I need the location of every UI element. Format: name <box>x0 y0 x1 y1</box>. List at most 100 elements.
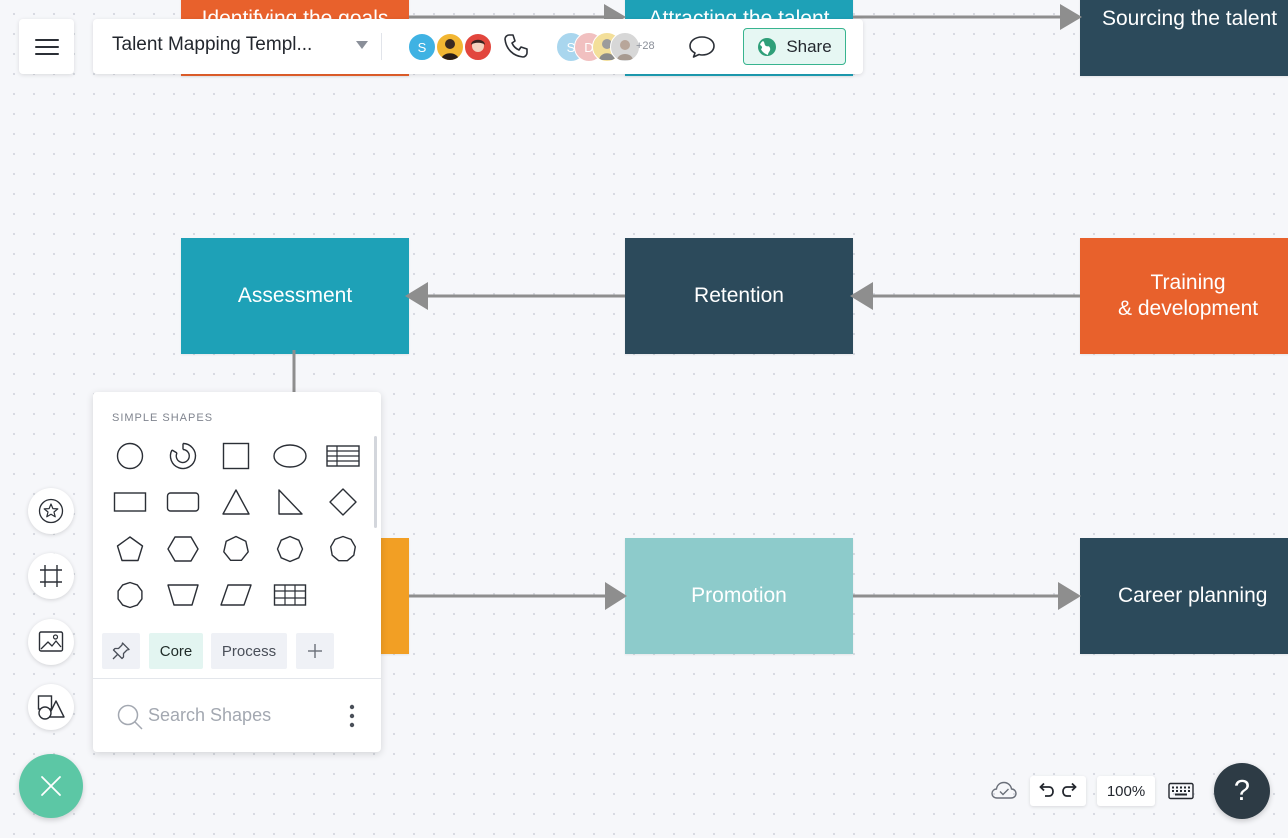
node-label: Retention <box>694 284 784 307</box>
shape-right-triangle[interactable] <box>270 484 310 520</box>
node-career-planning[interactable]: Career planning <box>1080 538 1288 654</box>
share-button[interactable]: Share <box>743 28 846 65</box>
panel-scrollbar[interactable] <box>374 436 377 528</box>
favorites-button[interactable] <box>28 488 74 534</box>
shape-parallelogram[interactable] <box>216 577 256 613</box>
rectangle-shape-icon <box>113 492 147 512</box>
avatar[interactable] <box>435 32 465 62</box>
right-triangle-shape-icon <box>278 489 303 515</box>
main-menu-button[interactable] <box>19 19 74 74</box>
avatar[interactable] <box>463 32 493 62</box>
frame-button[interactable] <box>28 553 74 599</box>
heptagon-shape-icon <box>223 535 249 561</box>
document-toolbar: Talent Mapping Templ... S S D +28 <box>93 19 863 74</box>
shape-rounded-rectangle[interactable] <box>163 484 203 520</box>
shapes-button[interactable] <box>28 684 74 730</box>
more-options-icon[interactable] <box>348 703 356 729</box>
pin-library-button[interactable] <box>102 633 140 669</box>
star-shape-icon <box>38 498 64 524</box>
trapezoid-shape-icon <box>167 584 199 606</box>
shape-diamond[interactable] <box>323 484 363 520</box>
shapes-panel: SIMPLE SHAPES <box>93 392 381 752</box>
chevron-down-icon[interactable] <box>356 41 368 49</box>
globe-icon <box>758 37 777 56</box>
undo-icon[interactable] <box>1035 782 1055 800</box>
shape-nonagon[interactable] <box>323 531 363 567</box>
avatar[interactable]: S <box>407 32 437 62</box>
comment-icon[interactable] <box>688 35 716 59</box>
connector-retention-assessment[interactable] <box>405 282 625 310</box>
avatar[interactable] <box>610 32 640 62</box>
parallelogram-shape-icon <box>220 584 252 606</box>
image-button[interactable] <box>28 619 74 665</box>
shape-ellipse[interactable] <box>270 438 310 474</box>
connector-attracting-sourcing[interactable] <box>853 4 1082 30</box>
shape-trapezoid[interactable] <box>163 577 203 613</box>
add-library-button[interactable] <box>296 633 334 669</box>
shape-rectangle[interactable] <box>110 484 150 520</box>
tab-process[interactable]: Process <box>211 633 287 669</box>
hamburger-icon <box>34 38 59 55</box>
avatar-initial: S <box>566 39 576 55</box>
arc-shape-icon <box>169 442 197 470</box>
node-label: Sourcing the talent <box>1102 7 1278 30</box>
rounded-rectangle-shape-icon <box>166 492 200 512</box>
connector-training-retention[interactable] <box>850 282 1080 310</box>
table-shape-icon <box>326 445 360 467</box>
panel-heading: SIMPLE SHAPES <box>112 412 214 424</box>
panel-divider <box>93 678 381 679</box>
shape-grid-table[interactable] <box>270 577 310 613</box>
circle-shape-icon <box>116 442 144 470</box>
shape-heptagon[interactable] <box>216 531 256 567</box>
person-photo-icon <box>441 39 459 60</box>
connector-promotion-career[interactable] <box>853 582 1081 610</box>
shape-triangle[interactable] <box>216 484 256 520</box>
shapes-icon <box>37 695 65 720</box>
close-icon <box>41 776 61 796</box>
node-assessment[interactable]: Assessment <box>181 238 409 354</box>
frame-icon <box>40 565 62 587</box>
node-sourcing-talent[interactable]: Sourcing the talent <box>1080 0 1288 76</box>
pin-icon <box>112 642 130 660</box>
node-training-development[interactable]: Training & development <box>1080 238 1288 354</box>
cloud-saved-icon[interactable] <box>990 779 1018 801</box>
tab-core[interactable]: Core <box>149 633 203 669</box>
shape-octagon[interactable] <box>270 531 310 567</box>
undo-redo-group <box>1030 776 1086 806</box>
node-retention[interactable]: Retention <box>625 238 853 354</box>
octagon-shape-icon <box>276 535 304 563</box>
shape-decagon[interactable] <box>110 577 150 613</box>
search-icon <box>117 704 143 730</box>
node-label: Training & development <box>1118 271 1259 320</box>
connector-orange-promotion[interactable] <box>409 582 627 610</box>
triangle-shape-icon <box>222 489 250 515</box>
help-button[interactable]: ? <box>1214 763 1270 819</box>
node-label: Assessment <box>237 284 353 307</box>
document-title[interactable]: Talent Mapping Templ... <box>112 34 313 55</box>
shape-striped-table[interactable] <box>323 438 363 474</box>
person-photo-icon <box>617 40 633 60</box>
shape-square[interactable] <box>216 438 256 474</box>
shape-arc[interactable] <box>163 438 203 474</box>
search-shapes-input[interactable]: Search Shapes <box>148 705 272 725</box>
phone-icon[interactable] <box>503 33 529 59</box>
square-shape-icon <box>222 442 250 470</box>
more-collaborators-count[interactable]: +28 <box>636 40 655 52</box>
image-icon <box>38 631 64 652</box>
keyboard-icon[interactable] <box>1168 782 1194 800</box>
shape-hexagon[interactable] <box>163 531 203 567</box>
close-toolbar-button[interactable] <box>19 754 83 818</box>
pentagon-shape-icon <box>116 536 144 562</box>
node-label: Career planning <box>1118 584 1268 607</box>
zoom-level[interactable]: 100% <box>1097 776 1155 806</box>
shape-circle[interactable] <box>110 438 150 474</box>
node-promotion[interactable]: Promotion <box>625 538 853 654</box>
redo-icon[interactable] <box>1061 782 1081 800</box>
avatar-initial: S <box>417 39 427 55</box>
grid-table-shape-icon <box>273 584 307 606</box>
plus-icon <box>308 644 322 658</box>
decagon-shape-icon <box>117 581 143 609</box>
shape-pentagon[interactable] <box>110 531 150 567</box>
person-photo-icon <box>471 39 485 52</box>
avatar-initial: D <box>584 39 594 55</box>
